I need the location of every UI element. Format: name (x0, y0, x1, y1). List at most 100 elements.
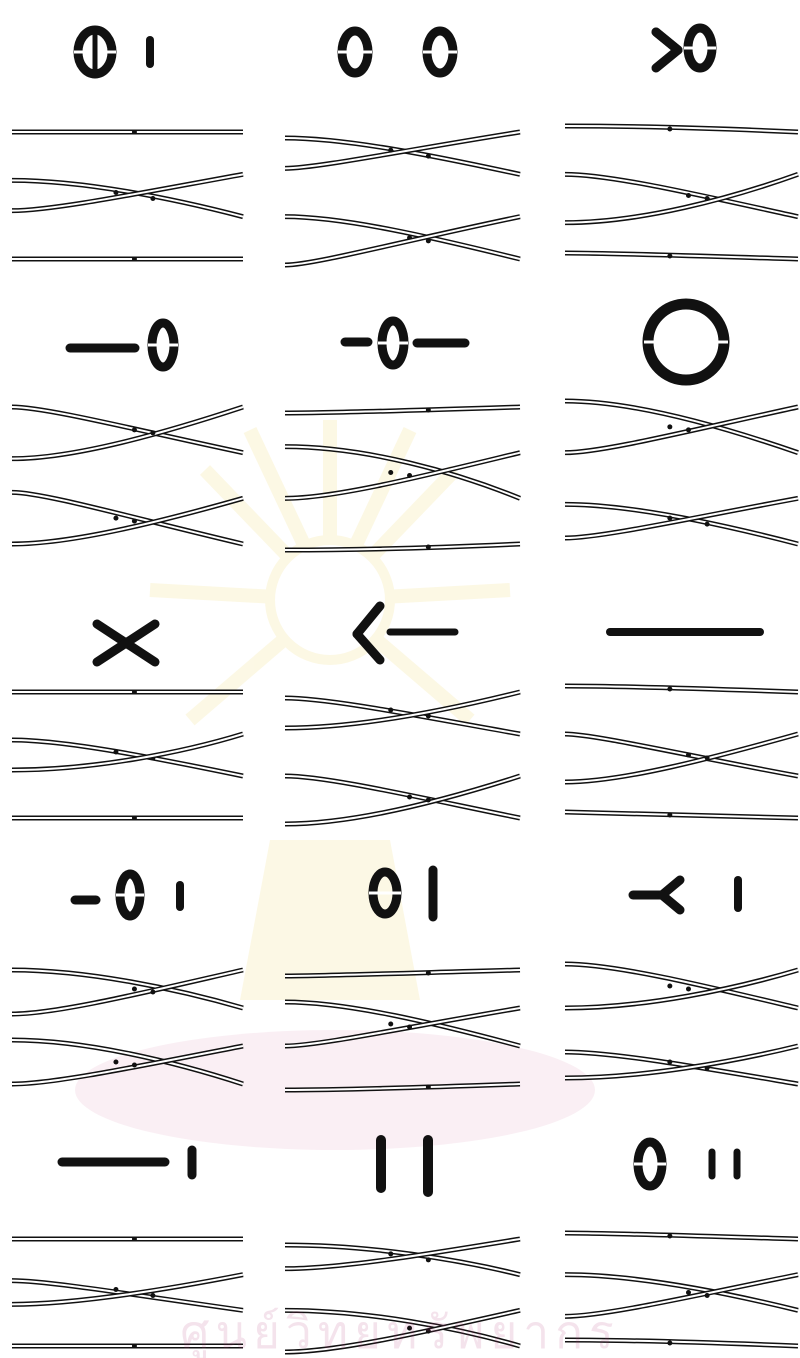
panel-p14 (284, 1135, 521, 1355)
centromere-dot (388, 1251, 394, 1257)
chromatid-strand (11, 1037, 244, 1087)
centromere-dot (704, 521, 710, 527)
chiasma-diagram (11, 689, 244, 821)
chromatid-core (284, 1007, 521, 1047)
chromatid-core (284, 1083, 521, 1091)
chromatid-strand (284, 999, 521, 1049)
chromatid-core (284, 1238, 521, 1270)
chromatid-core (564, 685, 799, 693)
centromere-dot (425, 1328, 431, 1334)
chromatid-core (564, 406, 799, 454)
chromatid-core (11, 1045, 244, 1085)
centromere-dot (667, 253, 673, 259)
centromere-dot (425, 407, 431, 413)
chromosome-configuration (65, 318, 179, 372)
chromatid-core (284, 1001, 521, 1047)
chromatid-core (564, 1339, 799, 1347)
chromatid-strand (11, 177, 244, 220)
chromatid-core (284, 697, 521, 735)
panel-p5 (284, 316, 521, 553)
centromere-dot (131, 1062, 137, 1068)
centromere-dot (685, 427, 691, 433)
centromere-dot (685, 986, 691, 992)
panel-p13 (11, 1145, 244, 1349)
centromere-dot (407, 473, 413, 478)
centromere-dot (667, 812, 673, 818)
chromatid-strand (564, 961, 799, 1011)
chromatid-core (11, 1273, 244, 1306)
chromatid-strand (564, 501, 799, 547)
chromosome-configuration (92, 619, 160, 667)
centromere-dot (685, 193, 691, 198)
chromatid-core (11, 969, 244, 1015)
centromere-dot (667, 515, 673, 521)
chromatid-strand (11, 404, 244, 462)
chromatid-core (284, 691, 521, 729)
centromere-dot (407, 1325, 413, 1331)
chromatid-core (564, 497, 799, 539)
chromatid-core (11, 491, 244, 545)
panel-p1 (11, 25, 244, 262)
centromere-dot (131, 689, 137, 695)
centromere-dot (667, 1059, 673, 1065)
centromere-dot (388, 1021, 394, 1027)
panel-p3 (564, 23, 799, 262)
panel-p12 (564, 875, 799, 1087)
centromere-dot (388, 707, 394, 713)
chromosome-segment (92, 619, 160, 667)
chromatid-core (564, 963, 799, 1009)
centromere-dot (704, 1293, 710, 1298)
chromatid-core (11, 497, 244, 545)
chromatid-core (284, 137, 521, 176)
panel-p2 (284, 26, 521, 268)
chiasma-diagram (564, 398, 799, 547)
panel-p7 (11, 619, 244, 821)
chromosome-segment (651, 27, 683, 55)
centromere-dot (425, 1084, 431, 1090)
chromatid-core (284, 1309, 521, 1347)
centromere-dot (425, 544, 431, 550)
chromatid-core (564, 1051, 799, 1085)
centromere-dot (407, 1024, 413, 1030)
chromatid-strand (564, 398, 799, 456)
centromere-dot (685, 1290, 691, 1295)
centromere-dot (667, 126, 673, 132)
centromere-dot (667, 1340, 673, 1346)
centromere-dot (131, 1236, 137, 1242)
panel-p15 (564, 1137, 799, 1349)
chromosome-segment (352, 601, 385, 639)
centromere-dot (425, 238, 431, 244)
chromatid-strand (284, 689, 521, 731)
chiasma-diagram (284, 689, 521, 827)
chromatid-core (11, 969, 244, 1009)
centromere-dot (150, 430, 156, 436)
chromatid-core (11, 179, 244, 218)
chiasma-diagram (284, 129, 521, 268)
centromere-dot (131, 129, 137, 135)
chromatid-core (564, 811, 799, 819)
centromere-dot (388, 147, 394, 153)
chromatid-core (564, 1273, 799, 1318)
chromatid-core (284, 445, 521, 500)
chiasma-diagram (564, 683, 799, 821)
chromosome-segment (352, 629, 385, 665)
chromosome-segment (651, 45, 683, 73)
chromatid-core (11, 733, 244, 771)
chromosome-configuration (642, 298, 730, 386)
centromere-dot (425, 153, 431, 159)
chromatid-strand (11, 967, 244, 1017)
panel-p10 (11, 869, 244, 1087)
chiasma-diagram (11, 967, 244, 1087)
chromatid-core (284, 1309, 521, 1353)
centromere-dot (131, 986, 137, 992)
centromere-dot (131, 518, 137, 524)
chromatid-core (564, 733, 799, 783)
panel-p9 (564, 628, 799, 821)
panel-p4 (11, 318, 244, 547)
chromosome-configuration (628, 875, 742, 915)
chromosome-configuration (633, 1137, 741, 1191)
centromere-dot (150, 1293, 156, 1298)
centromere-dot (704, 196, 710, 201)
chromatid-strand (284, 773, 521, 827)
